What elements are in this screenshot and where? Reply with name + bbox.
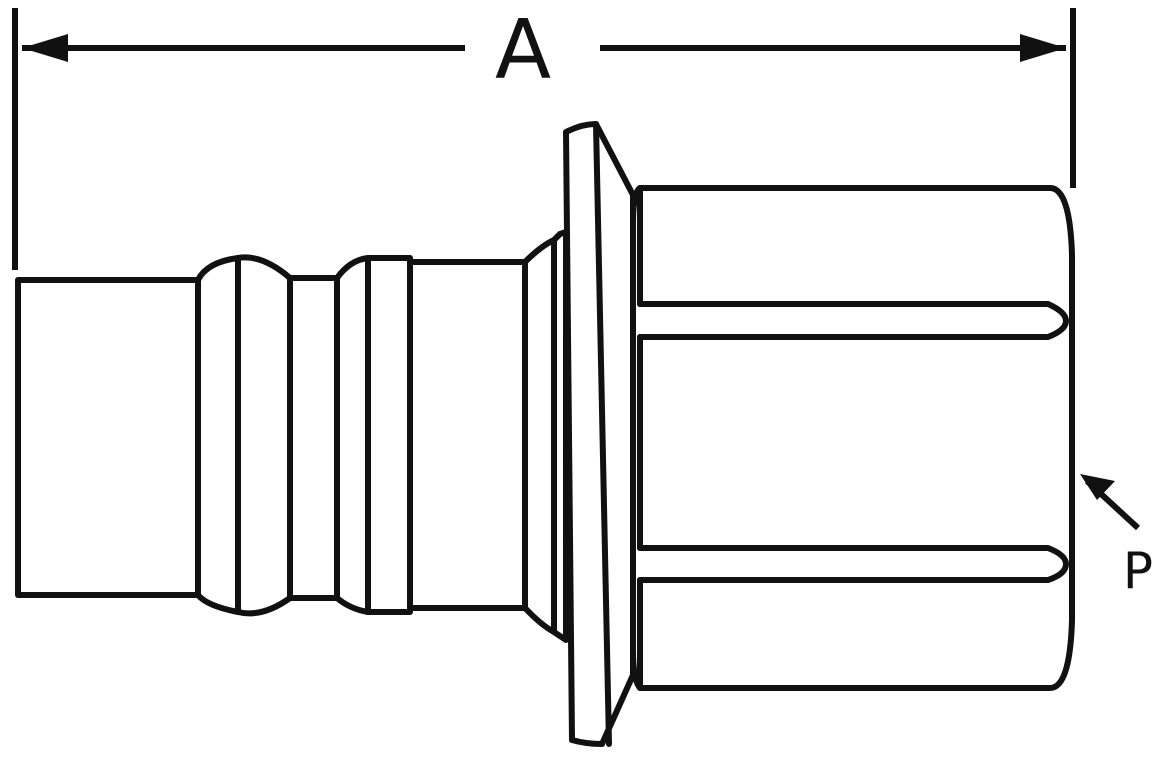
first-groove-wall: [235, 254, 293, 617]
second-taper: [334, 255, 371, 615]
fitting-outline: [15, 121, 636, 747]
collar-taper: [522, 237, 557, 635]
collar-ring: [551, 229, 569, 643]
port-leader: P: [1080, 474, 1153, 600]
port-label-p: P: [1123, 542, 1153, 600]
upper-flat-edge: [637, 301, 1069, 340]
body-cylinder: [407, 259, 528, 611]
dimension-label-a: A: [495, 3, 551, 98]
plug-body: [15, 277, 201, 598]
first-taper: [195, 255, 241, 615]
hex-nut: [630, 185, 1075, 691]
port-arrowhead: [1080, 474, 1115, 500]
flange-front-edge: [593, 121, 612, 747]
locking-band: [365, 255, 413, 615]
dimension-a: A: [12, 3, 1076, 270]
right-arrowhead: [1020, 34, 1066, 62]
lower-flat-edge: [637, 545, 1069, 583]
left-arrowhead: [22, 34, 68, 62]
hex-nut-outline: [630, 185, 1075, 691]
